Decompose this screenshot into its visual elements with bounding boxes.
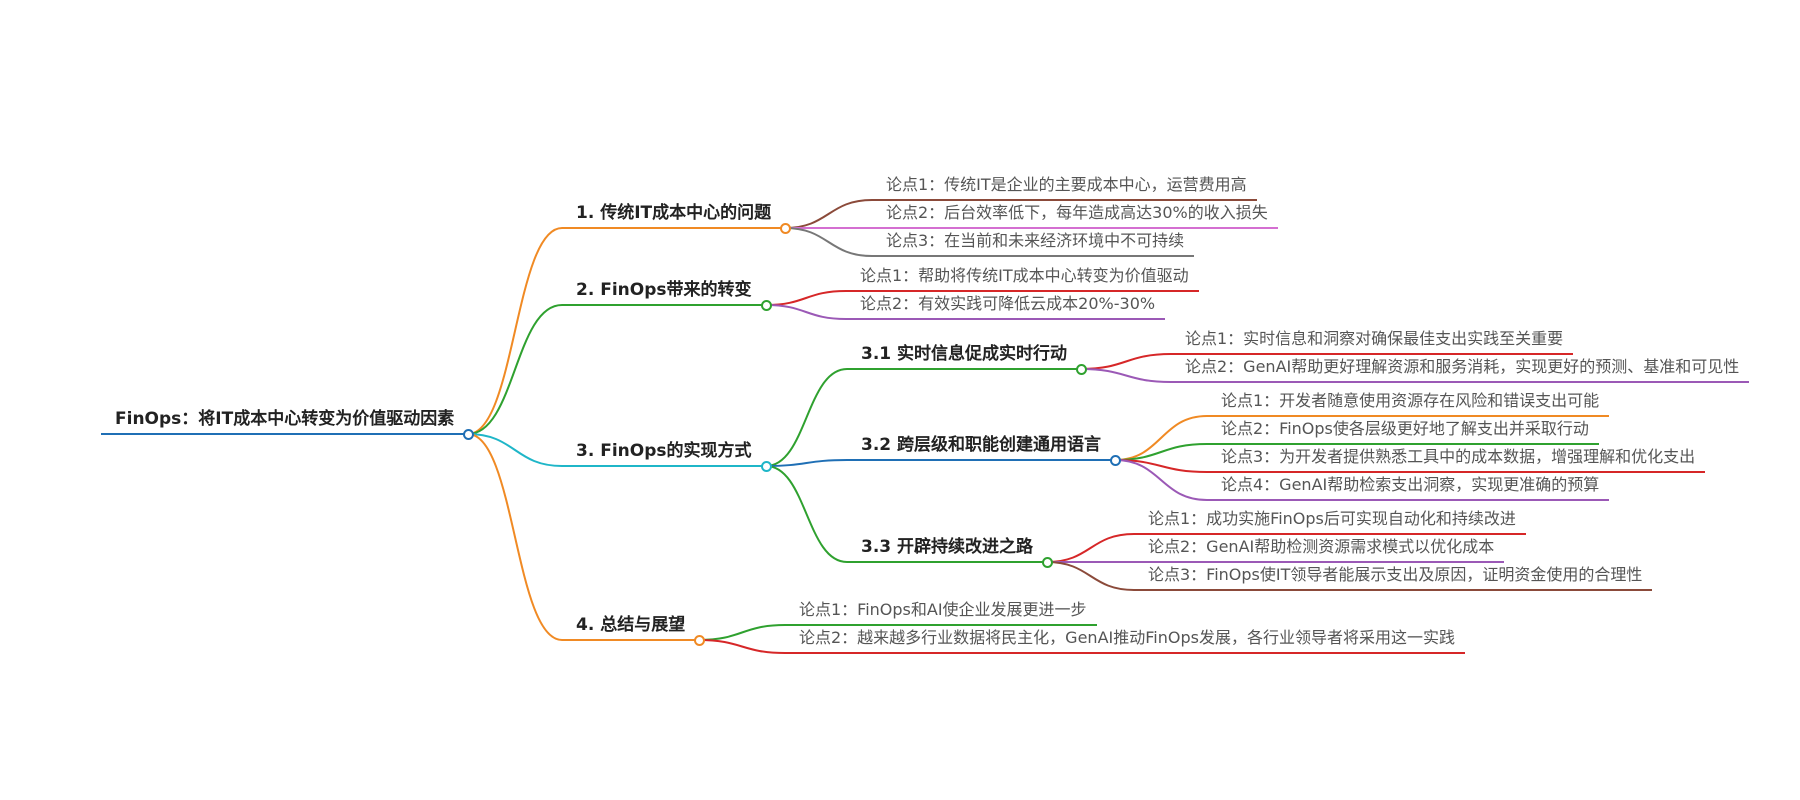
sub-3-3-label: 3.3 开辟持续改进之路 <box>861 537 1034 557</box>
connector-line <box>467 433 563 641</box>
branch-4-point-2-label: 论点2：越来越多行业数据将民主化，GenAI推动FinOps发展，各行业领导者将… <box>799 628 1455 647</box>
connector-line <box>1080 353 1172 370</box>
connector-line <box>1080 368 1172 383</box>
connector-line <box>1114 415 1208 461</box>
connector-line <box>784 199 873 229</box>
branch-2-point-1-label: 论点1：帮助将传统IT成本中心转变为价值驱动 <box>860 266 1189 285</box>
branch-1-point-2[interactable]: 论点2：后台效率低下，每年造成高达30%的收入损失 <box>886 203 1268 223</box>
sub-3-2-point-4-label: 论点4：GenAI帮助检索支出洞察，实现更准确的预算 <box>1221 475 1600 494</box>
branch-3-node[interactable]: 3. FinOps的实现方式 <box>576 441 752 461</box>
connector-line <box>1046 533 1135 563</box>
connector-line <box>467 304 563 435</box>
sub-3-2-point-1-label: 论点1：开发者随意使用资源存在风险和错误支出可能 <box>1221 391 1600 410</box>
collapse-toggle-knob[interactable] <box>462 428 474 440</box>
sub-3-1-point-2-label: 论点2：GenAI帮助更好理解资源和服务消耗，实现更好的预测、基准和可见性 <box>1185 357 1740 376</box>
connector-line <box>784 227 873 257</box>
branch-2-node[interactable]: 2. FinOps带来的转变 <box>576 280 752 300</box>
sub-3-3-point-3-label: 论点3：FinOps使IT领导者能展示支出及原因，证明资金使用的合理性 <box>1148 565 1643 584</box>
connector-line <box>1046 561 1135 591</box>
collapse-toggle-knob[interactable] <box>760 299 772 311</box>
collapse-toggle-knob[interactable] <box>1075 363 1087 375</box>
branch-4-point-1-label: 论点1：FinOps和AI使企业发展更进一步 <box>799 600 1087 619</box>
branch-4-label: 4. 总结与展望 <box>576 615 686 635</box>
connector-line <box>765 290 847 306</box>
branch-1-label: 1. 传统IT成本中心的问题 <box>576 203 772 223</box>
sub-3-2-point-1[interactable]: 论点1：开发者随意使用资源存在风险和错误支出可能 <box>1221 391 1599 411</box>
sub-3-1-point-1-label: 论点1：实时信息和洞察对确保最佳支出实践至关重要 <box>1185 329 1564 348</box>
sub-3-2-point-2[interactable]: 论点2：FinOps使各层级更好地了解支出并采取行动 <box>1221 419 1589 439</box>
sub-3-3-point-3[interactable]: 论点3：FinOps使IT领导者能展示支出及原因，证明资金使用的合理性 <box>1148 565 1642 585</box>
branch-1-point-1-label: 论点1：传统IT是企业的主要成本中心，运营费用高 <box>886 175 1247 194</box>
branch-1-point-1[interactable]: 论点1：传统IT是企业的主要成本中心，运营费用高 <box>886 175 1247 195</box>
sub-3-3-point-2-label: 论点2：GenAI帮助检测资源需求模式以优化成本 <box>1148 537 1495 556</box>
branch-1-point-3-label: 论点3：在当前和未来经济环境中不可持续 <box>886 231 1185 250</box>
root-label: FinOps：将IT成本中心转变为价值驱动因素 <box>115 409 455 429</box>
connector-line <box>765 465 848 563</box>
collapse-toggle-knob[interactable] <box>760 460 772 472</box>
collapse-toggle-knob[interactable] <box>1041 556 1053 568</box>
collapse-toggle-knob[interactable] <box>779 222 791 234</box>
sub-3-3-point-2[interactable]: 论点2：GenAI帮助检测资源需求模式以优化成本 <box>1148 537 1494 557</box>
collapse-toggle-knob[interactable] <box>1109 454 1121 466</box>
branch-1-point-3[interactable]: 论点3：在当前和未来经济环境中不可持续 <box>886 231 1184 251</box>
branch-2-point-1[interactable]: 论点1：帮助将传统IT成本中心转变为价值驱动 <box>860 266 1189 286</box>
branch-4-point-1[interactable]: 论点1：FinOps和AI使企业发展更进一步 <box>799 600 1087 620</box>
connector-line <box>467 227 563 435</box>
branch-2-label: 2. FinOps带来的转变 <box>576 280 752 300</box>
branch-1-point-2-label: 论点2：后台效率低下，每年造成高达30%的收入损失 <box>886 203 1268 222</box>
connector-line <box>467 433 563 467</box>
branch-4-point-2[interactable]: 论点2：越来越多行业数据将民主化，GenAI推动FinOps发展，各行业领导者将… <box>799 628 1455 648</box>
sub-3-1-point-1[interactable]: 论点1：实时信息和洞察对确保最佳支出实践至关重要 <box>1185 329 1563 349</box>
branch-1-node[interactable]: 1. 传统IT成本中心的问题 <box>576 203 771 223</box>
connector-line <box>1114 459 1208 501</box>
branch-2-point-2[interactable]: 论点2：有效实践可降低云成本20%-30% <box>860 294 1155 314</box>
connector-line <box>765 459 848 467</box>
sub-3-2-point-3[interactable]: 论点3：为开发者提供熟悉工具中的成本数据，增强理解和优化支出 <box>1221 447 1695 467</box>
connector-line <box>765 368 848 467</box>
sub-3-3-point-1-label: 论点1：成功实施FinOps后可实现自动化和持续改进 <box>1148 509 1516 528</box>
branch-4-node[interactable]: 4. 总结与展望 <box>576 615 685 635</box>
branch-2-point-2-label: 论点2：有效实践可降低云成本20%-30% <box>860 294 1156 313</box>
sub-3-2-node[interactable]: 3.2 跨层级和职能创建通用语言 <box>861 435 1101 455</box>
sub-3-3-node[interactable]: 3.3 开辟持续改进之路 <box>861 537 1033 557</box>
connector-line <box>765 304 847 320</box>
sub-3-2-point-4[interactable]: 论点4：GenAI帮助检索支出洞察，实现更准确的预算 <box>1221 475 1599 495</box>
sub-3-1-label: 3.1 实时信息促成实时行动 <box>861 344 1068 364</box>
sub-3-2-point-3-label: 论点3：为开发者提供熟悉工具中的成本数据，增强理解和优化支出 <box>1221 447 1696 466</box>
sub-3-1-node[interactable]: 3.1 实时信息促成实时行动 <box>861 344 1067 364</box>
collapse-toggle-knob[interactable] <box>693 634 705 646</box>
root-node[interactable]: FinOps：将IT成本中心转变为价值驱动因素 <box>115 409 454 429</box>
sub-3-1-point-2[interactable]: 论点2：GenAI帮助更好理解资源和服务消耗，实现更好的预测、基准和可见性 <box>1185 357 1739 377</box>
branch-3-label: 3. FinOps的实现方式 <box>576 441 752 461</box>
connector-line <box>698 639 786 654</box>
connector-line <box>698 624 786 641</box>
sub-3-3-point-1[interactable]: 论点1：成功实施FinOps后可实现自动化和持续改进 <box>1148 509 1516 529</box>
sub-3-2-label: 3.2 跨层级和职能创建通用语言 <box>861 435 1102 455</box>
sub-3-2-point-2-label: 论点2：FinOps使各层级更好地了解支出并采取行动 <box>1221 419 1589 438</box>
